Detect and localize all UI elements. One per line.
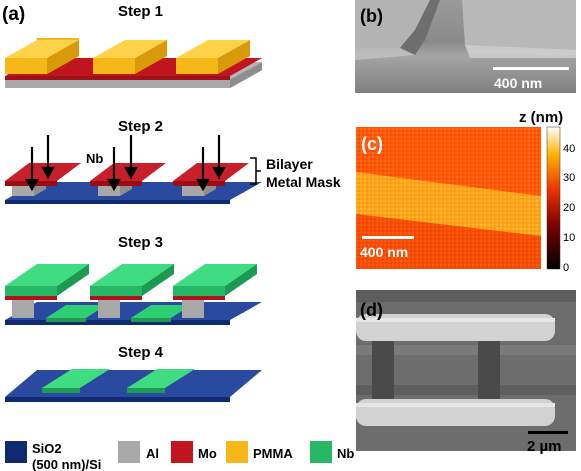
panel-d: (d) 2 µm [356,290,576,455]
colorbar-tick: 0 [563,262,569,274]
colorbar-tick: 30 [563,172,575,184]
substrate-front [5,200,230,204]
step-1: Step 1 [5,3,262,88]
panel-b: (b) 400 nm [355,0,576,93]
mo-cap [90,296,142,300]
scale-bar-c [362,236,414,239]
legend-label-pmma: PMMA [253,446,293,461]
deposition-arrows [25,135,226,192]
panel-label-d: (d) [360,300,383,320]
scale-label-d: 2 µm [527,438,562,455]
scale-label-c: 400 nm [360,244,408,260]
colorbar-title: z (nm) [519,109,563,126]
al-layer-front [5,80,230,88]
panel-label-a: (a) [2,4,25,25]
nb-slab-lower [46,305,106,318]
step-3: Step 3 [5,234,262,325]
mo-layer-front [5,76,230,80]
colorbar-tick: 20 [563,202,575,214]
legend-label-nb: Nb [337,446,354,461]
step-1-title: Step 1 [118,3,163,20]
nb-block-top [173,264,257,296]
colorbar-tick: 10 [563,232,575,244]
legend-label-sio2-sub: (500 nm)/Si [32,457,101,471]
nb-slab-lower [131,305,191,318]
legend-swatch-pmma [226,441,248,463]
legend-swatch-mo [171,441,193,463]
legend-swatch-nb [310,441,332,463]
pmma-block [93,40,167,74]
al-pillar [98,298,120,318]
scale-bar-d [528,431,568,434]
scale-label-b: 400 nm [494,75,542,91]
mo-cap [5,296,57,300]
legend: SiO2 (500 nm)/Si Al Mo PMMA Nb [5,441,354,471]
panel-label-b: (b) [360,6,383,26]
nb-block-top [90,264,174,296]
panel-c: (c) 400 nm z (nm) 40 30 20 10 0 [356,109,575,274]
mask-label-line1: Bilayer [266,156,313,172]
al-pillar [182,298,204,318]
nb-strip [42,369,110,393]
mask-label-line2: Metal Mask [266,174,341,190]
mo-cap [173,163,249,181]
step-4-title: Step 4 [118,344,164,361]
legend-swatch-al [118,441,140,463]
panel-label-c: (c) [361,134,383,154]
nb-flux-label: Nb [86,151,103,166]
al-pillar [12,298,34,318]
legend-label-mo: Mo [198,446,217,461]
legend-label-sio2: SiO2 [32,441,62,456]
afm-strip [356,172,541,236]
colorbar [546,126,561,270]
scale-bar-b [493,67,569,70]
step-2-title: Step 2 [118,118,163,135]
mo-cap [173,296,225,300]
al-layer-side [230,62,262,88]
nb-strip [127,369,195,393]
mo-cap [5,163,81,181]
legend-swatch-sio2 [5,441,27,463]
mask-bracket [250,157,261,185]
legend-label-al: Al [146,446,159,461]
step-4: Step 4 [5,344,262,402]
step-3-title: Step 3 [118,234,163,251]
step-2: Step 2 Nb Bilayer Metal Mask [5,118,341,204]
nb-block-top [5,264,89,296]
colorbar-tick: 40 [563,143,575,155]
pmma-block [176,40,250,74]
pmma-block [5,38,79,74]
